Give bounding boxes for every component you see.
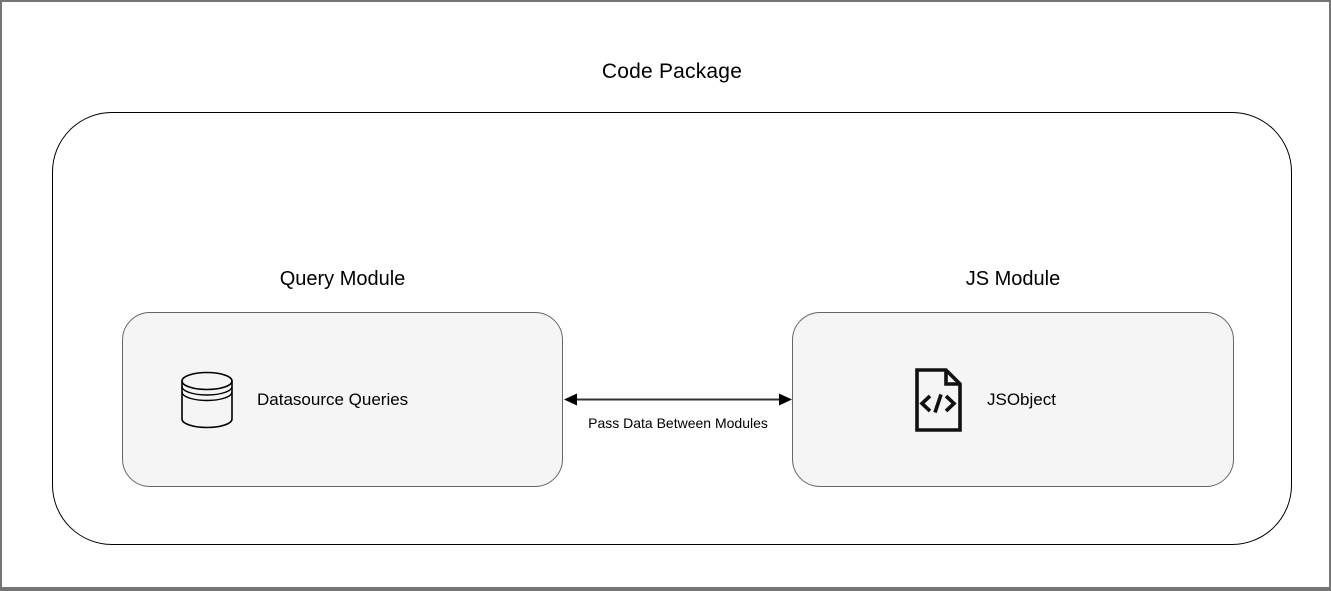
bidirectional-arrow[interactable] (563, 389, 793, 410)
query-module-node[interactable]: Datasource Queries (122, 312, 563, 487)
code-package-container[interactable] (52, 112, 1292, 545)
js-module-node[interactable]: JSObject (792, 312, 1234, 487)
query-module-label: Query Module (279, 268, 406, 290)
code-file-icon (915, 367, 962, 432)
connector-label: Pass Data Between Modules (588, 415, 768, 431)
query-module-item-label: Datasource Queries (257, 389, 409, 409)
js-module-item-label: JSObject (987, 389, 1056, 409)
database-icon (181, 371, 233, 428)
diagram-title: Code Package (601, 60, 743, 83)
js-module-label: JS Module (965, 268, 1061, 290)
